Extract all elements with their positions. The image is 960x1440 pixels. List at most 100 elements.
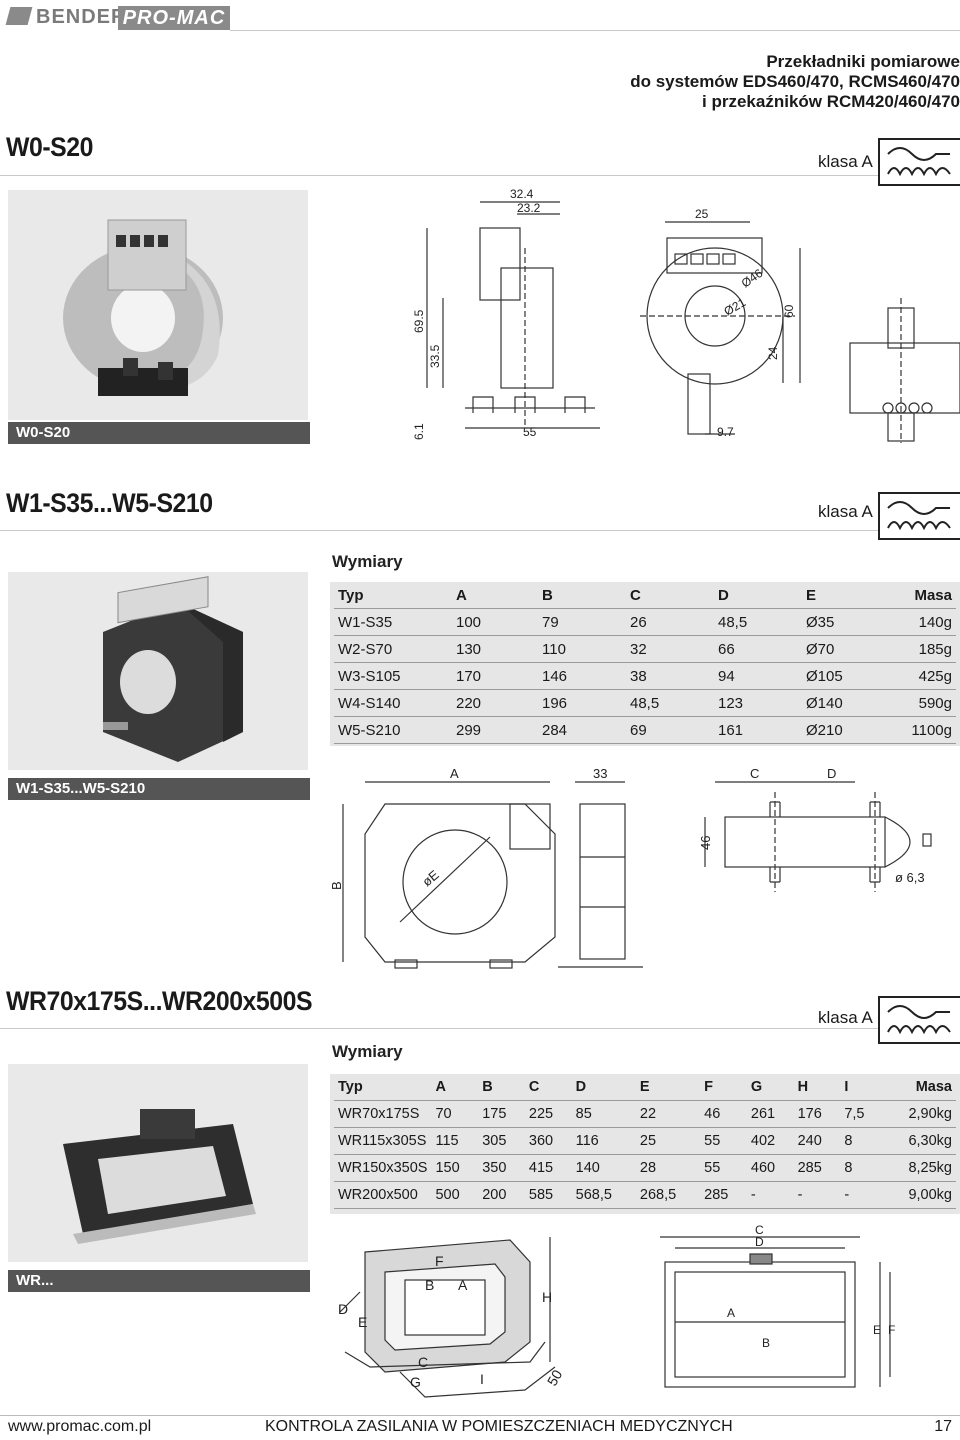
page-number: 17 [934, 1418, 952, 1435]
col-header: E [802, 582, 894, 609]
table-header-row: Typ A B C D E Masa [334, 582, 956, 609]
col-header: C [524, 1074, 572, 1101]
section-rule [0, 530, 960, 531]
technical-drawing-wr: F B A H D E C G I 50 C D A B E F [330, 1222, 960, 1412]
bender-mark-icon [5, 7, 33, 25]
bar-label-w1: W1-S35...W5-S210 [8, 778, 310, 800]
dim-6-1: 6.1 [412, 423, 426, 440]
klasa-label: klasa A [818, 1008, 873, 1027]
label-a: A [458, 1277, 468, 1293]
label-g: G [410, 1374, 421, 1390]
product-photo-w0 [8, 190, 308, 420]
col-header: C [626, 582, 714, 609]
col-header: I [840, 1074, 882, 1101]
label-b: B [329, 881, 344, 890]
label-e2: E [873, 1323, 881, 1337]
klasa-label: klasa A [818, 152, 873, 171]
label-b: B [425, 1277, 434, 1293]
label-e: E [358, 1314, 367, 1330]
dim-32-4: 32.4 [510, 188, 534, 201]
wave-class-a-icon [878, 492, 960, 540]
col-header: D [571, 1074, 636, 1101]
col-header: G [746, 1074, 794, 1101]
footer-url-link[interactable]: www.promac.com.pl [8, 1418, 152, 1435]
section-title-wr: WR70x175S...WR200x500S [6, 986, 313, 1016]
col-header: Typ [334, 1074, 432, 1101]
header-line-2: do systemów EDS460/470, RCMS460/470 [630, 72, 960, 91]
dim-24: 24 [766, 346, 780, 360]
header-line-1: Przekładniki pomiarowe [766, 52, 960, 71]
dim-69-5: 69.5 [412, 309, 426, 333]
dim-60: 60 [782, 304, 796, 318]
label-c: C [750, 766, 759, 781]
dim-55: 55 [523, 425, 537, 439]
wave-class-a-icon [878, 138, 960, 186]
promac-logo: PRO-MAC [118, 6, 230, 30]
wave-class-a-icon [878, 996, 960, 1044]
label-f: F [435, 1253, 444, 1269]
product-photo-wr [8, 1064, 308, 1262]
col-header: E [635, 1074, 701, 1101]
col-header: B [538, 582, 626, 609]
dim-9-7: 9.7 [717, 425, 734, 439]
label-d: D [827, 766, 836, 781]
header-line-3: i przekaźników RCM420/460/470 [702, 92, 960, 111]
table-header-row: Typ A B C D E F G H I Masa [334, 1074, 956, 1101]
section-rule [0, 175, 960, 176]
klasa-label: klasa A [818, 502, 873, 521]
label-46: 46 [698, 836, 713, 850]
col-header: B [478, 1074, 525, 1101]
wymiary-heading: Wymiary [332, 1042, 403, 1061]
label-f2: F [888, 1323, 895, 1337]
section-rule [0, 1028, 960, 1029]
bender-logo: BENDER [5, 6, 126, 29]
label-50: 50 [544, 1367, 566, 1389]
col-header: A [452, 582, 538, 609]
wymiary-heading: Wymiary [332, 552, 403, 571]
label-a2: A [727, 1306, 735, 1320]
label-33: 33 [593, 766, 607, 781]
footer-title: KONTROLA ZASILANIA W POMIESZCZENIACH MED… [265, 1418, 733, 1435]
header-rule [230, 30, 960, 31]
bar-label-w0: W0-S20 [8, 422, 310, 444]
dim-23-2: 23.2 [517, 201, 541, 215]
label-b2: B [762, 1336, 770, 1350]
bar-label-wr: WR... [8, 1270, 310, 1292]
technical-drawing-w1: A 33 C D 46 B øE ø 6,3 [325, 762, 960, 972]
label-i: I [480, 1371, 484, 1387]
dim-33-5: 33.5 [428, 344, 442, 368]
section-title-w1: W1-S35...W5-S210 [6, 488, 213, 518]
label-d2: D [755, 1235, 764, 1249]
col-header: D [714, 582, 802, 609]
label-c: C [418, 1354, 428, 1370]
technical-drawing-w0: 32.4 23.2 25 69.5 33.5 6.1 55 9.7 Ø46 Ø2… [405, 187, 960, 443]
col-header: H [793, 1074, 841, 1101]
label-d: D [338, 1301, 348, 1317]
col-header: Typ [334, 582, 452, 609]
label-a: A [450, 766, 459, 781]
col-header: F [700, 1074, 747, 1101]
footer-rule [0, 1415, 960, 1416]
product-photo-w1 [8, 572, 308, 770]
label-h: H [542, 1289, 552, 1305]
label-d63: ø 6,3 [895, 870, 925, 885]
section-title-w0: W0-S20 [6, 132, 93, 162]
label-c2: C [755, 1223, 764, 1237]
col-header: Masa [894, 582, 956, 609]
col-header: Masa [881, 1074, 956, 1101]
col-header: A [431, 1074, 479, 1101]
document-header: Przekładniki pomiarowe do systemów EDS46… [360, 52, 960, 112]
